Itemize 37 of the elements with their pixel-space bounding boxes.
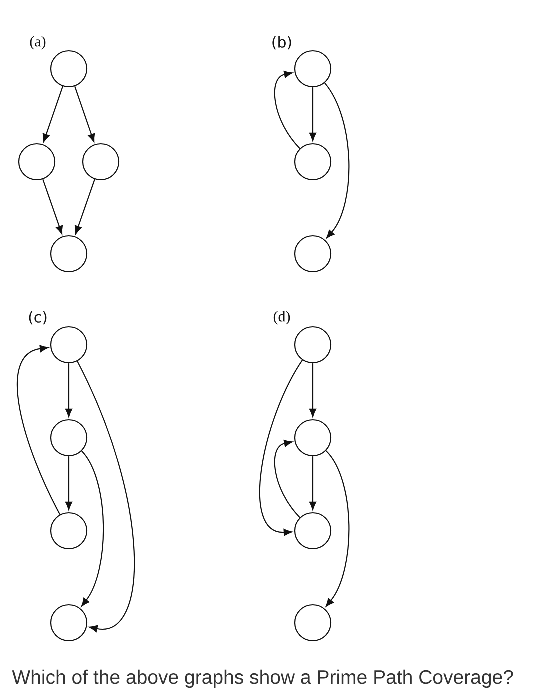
panel-label: (c) [29, 311, 47, 325]
node-circle [294, 512, 332, 550]
arrow [326, 450, 350, 608]
caption: Which of the above graphs show a Prime Path Coverage? [12, 670, 514, 688]
arrow [324, 82, 350, 239]
arrow [274, 71, 300, 150]
arrow [309, 88, 317, 142]
node-circle [18, 143, 56, 181]
node-circle [50, 235, 88, 273]
panel-label: (d) [274, 311, 290, 325]
node-circle [294, 235, 332, 273]
arrow [81, 450, 104, 607]
arrow [65, 364, 73, 418]
arrow [309, 364, 317, 418]
node-circle [50, 50, 88, 88]
node-circle [50, 604, 88, 642]
node-circle [294, 604, 332, 642]
arrow [42, 86, 64, 142]
arrow [42, 179, 63, 234]
node-circle [82, 143, 120, 181]
panel-label: (a) [30, 36, 46, 50]
node-circle [294, 326, 332, 364]
arrow [17, 345, 61, 515]
node-circle [294, 143, 332, 181]
arrow [65, 456, 73, 510]
arrow [260, 360, 304, 536]
arrow [74, 86, 96, 142]
arrow [75, 179, 96, 234]
node-circle [294, 419, 332, 457]
arrow [274, 440, 300, 518]
arrow [77, 361, 135, 632]
node-circle [50, 512, 88, 550]
node-circle [50, 326, 88, 364]
node-circle [294, 50, 332, 88]
panel-label: (b) [272, 36, 292, 50]
node-circle [50, 419, 88, 457]
arrow [309, 456, 317, 510]
